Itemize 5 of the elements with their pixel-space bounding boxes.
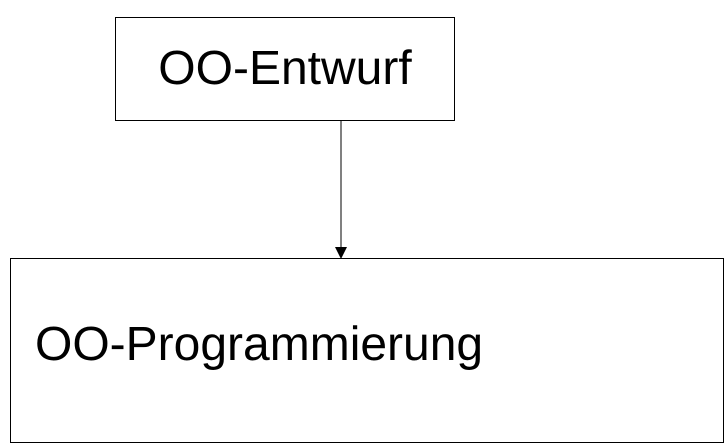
process-box	[10, 258, 724, 443]
box-label: OO-Programmierung	[35, 321, 484, 369]
process-box	[115, 17, 455, 121]
arrow	[335, 120, 347, 259]
box-label: OO-Entwurf	[158, 45, 412, 93]
